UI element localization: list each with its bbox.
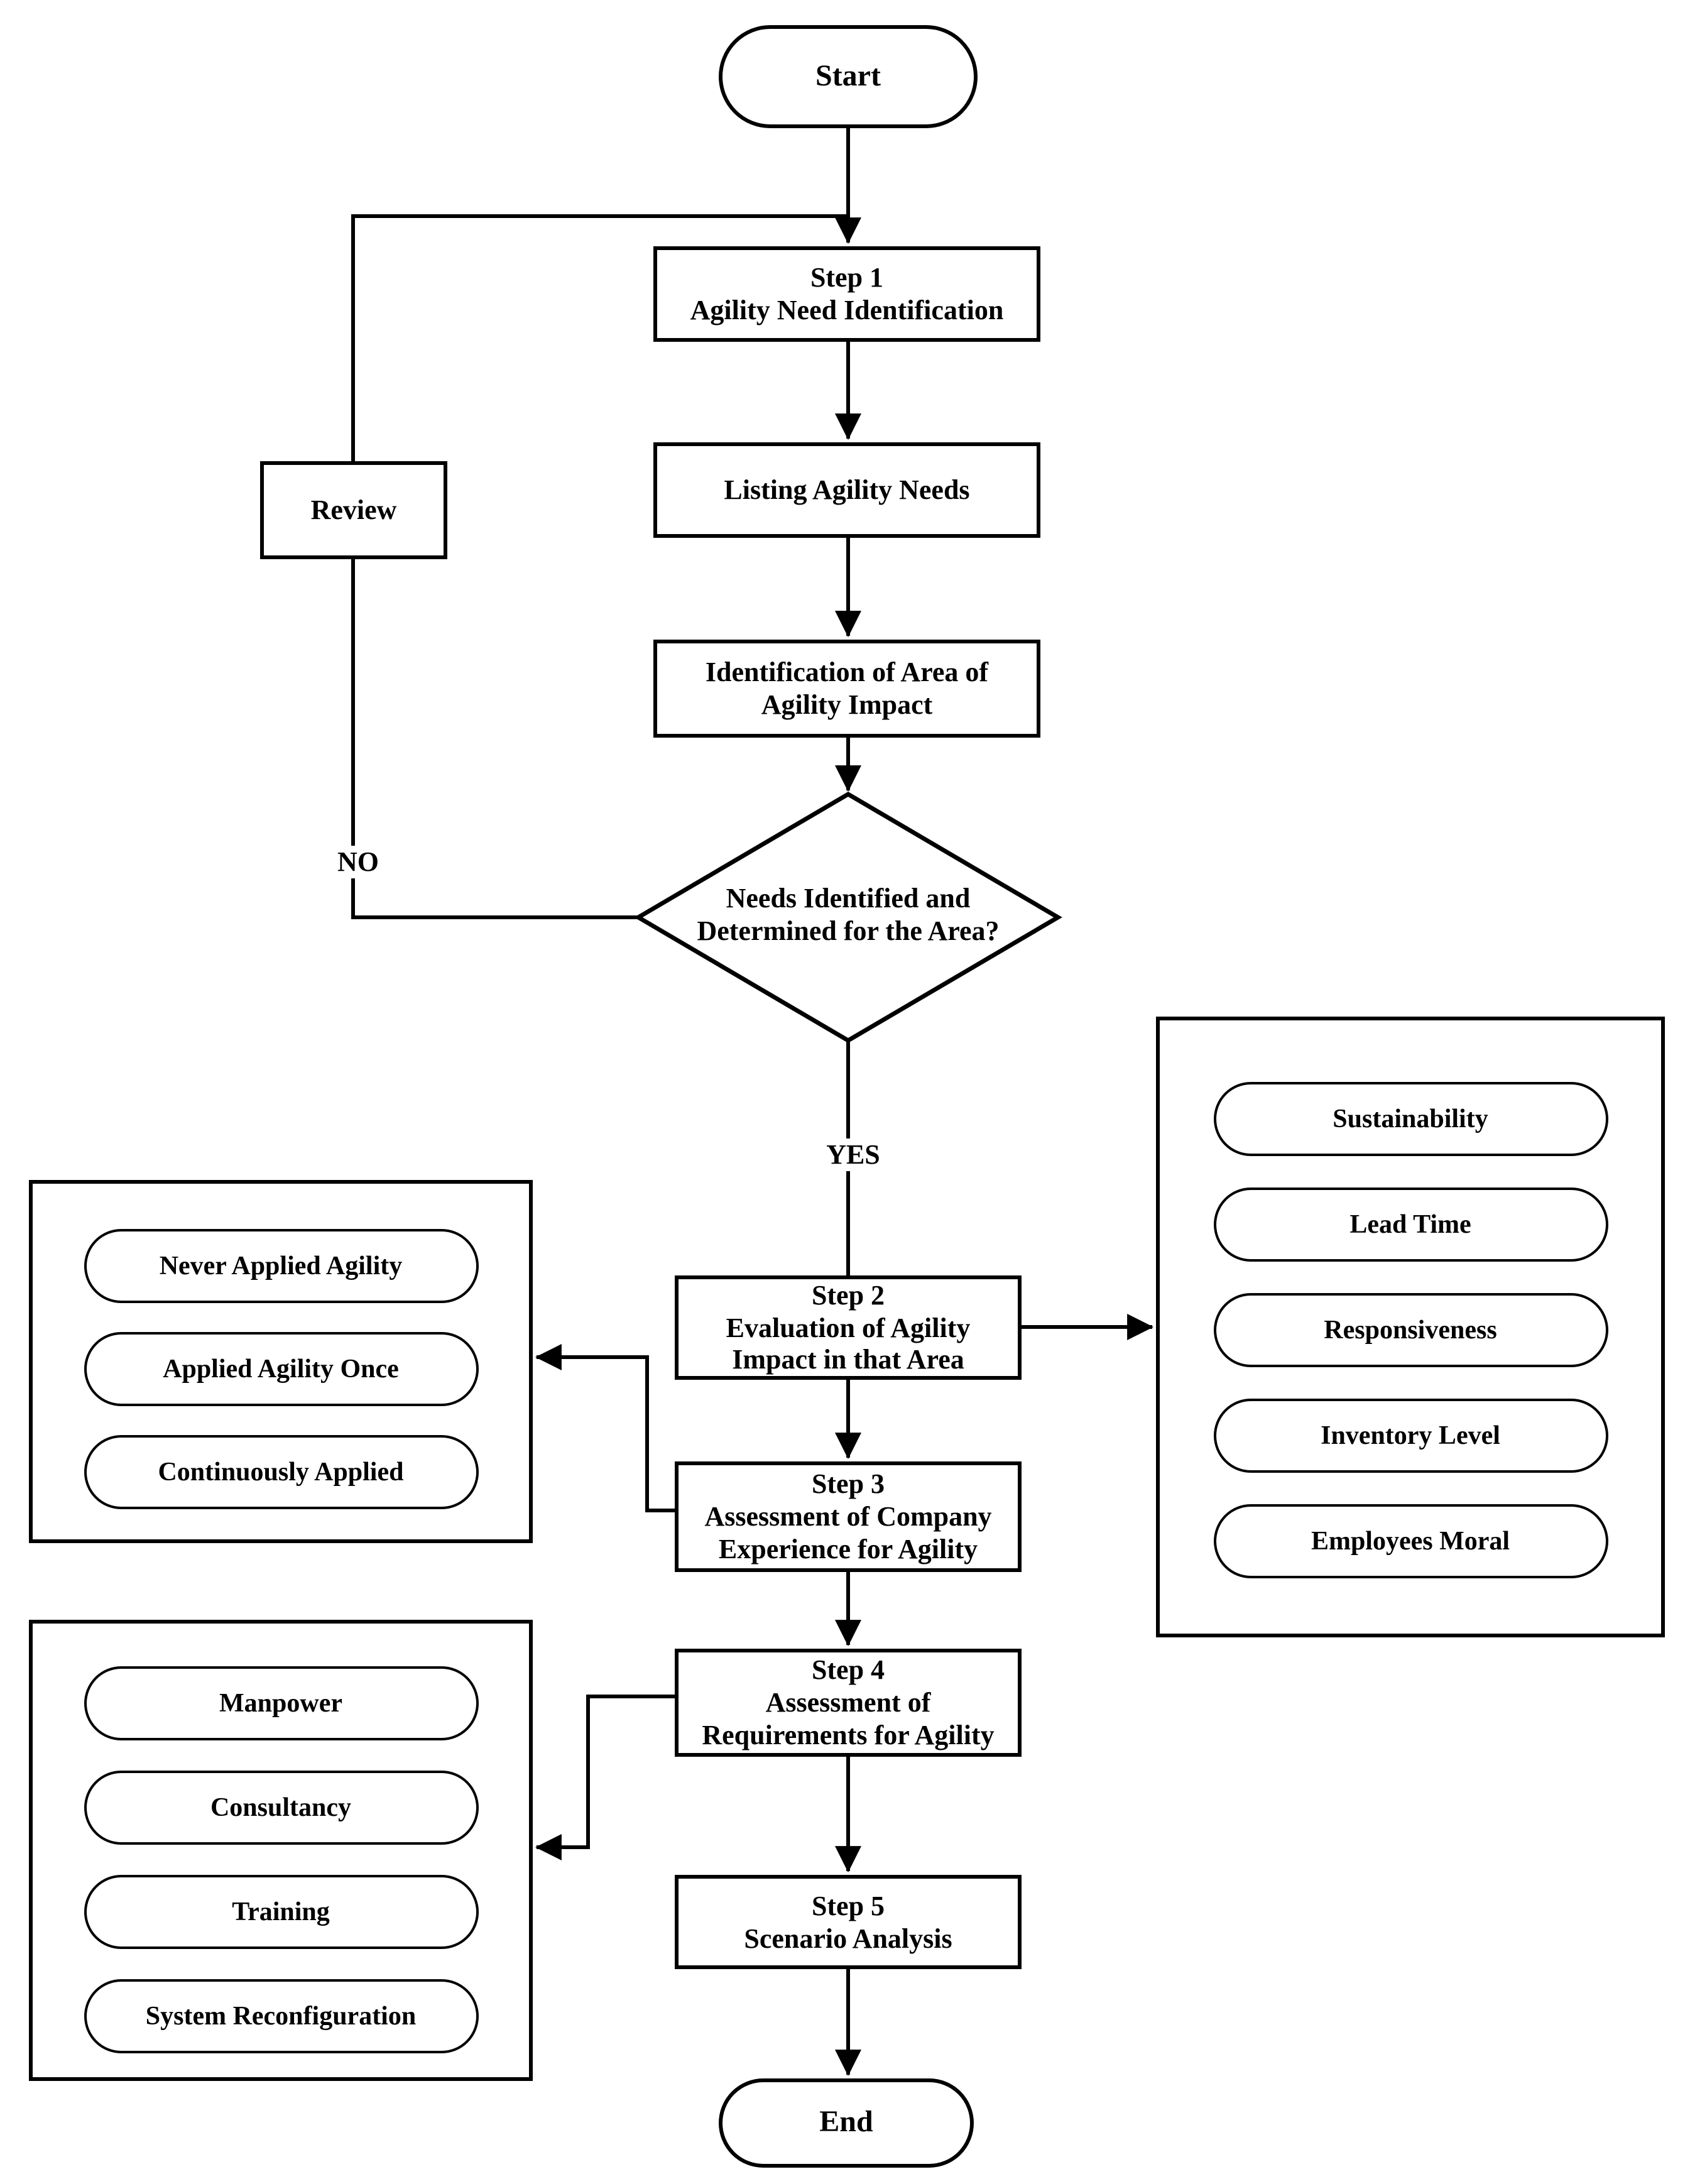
- stadium-label: Training: [232, 1896, 330, 1926]
- stadium-system-reconfiguration: System Reconfiguration: [84, 1979, 478, 2053]
- review-label: Review: [310, 494, 397, 526]
- stadium-label: Employees Moral: [1311, 1526, 1510, 1556]
- stadium-applied-agility-once: Applied Agility Once: [84, 1332, 478, 1406]
- stadium-consultancy: Consultancy: [84, 1771, 478, 1845]
- connector-decision-no-review: [351, 559, 638, 919]
- decision-diamond: [634, 791, 1062, 1044]
- start-node: Start: [719, 25, 978, 128]
- connector-review-feedback: [351, 214, 848, 461]
- panel-impact-areas: Sustainability Lead Time Responsiveness …: [1156, 1017, 1665, 1637]
- stadium-never-applied-agility: Never Applied Agility: [84, 1229, 478, 1303]
- step4-label: Step 4: [811, 1654, 885, 1686]
- step1-label: Step 1: [810, 261, 884, 293]
- stadium-manpower: Manpower: [84, 1666, 478, 1740]
- decision-question: Needs Identified and Determined for the …: [697, 882, 1000, 947]
- connector-step3-experience-panel: [535, 1344, 675, 1512]
- step3-label: Step 3: [811, 1468, 885, 1500]
- edge-label-yes: YES: [804, 1138, 902, 1171]
- stadium-label: Inventory Level: [1321, 1420, 1500, 1450]
- listing-title: Listing Agility Needs: [724, 474, 970, 506]
- step4-node: Step 4 Assessment of Requirements for Ag…: [675, 1649, 1022, 1757]
- step2-title: Evaluation of Agility Impact in that Are…: [726, 1311, 971, 1375]
- identification-node: Identification of Area of Agility Impact: [653, 640, 1040, 738]
- step5-label: Step 5: [811, 1889, 885, 1921]
- stadium-training: Training: [84, 1875, 478, 1949]
- step1-node: Step 1 Agility Need Identification: [653, 246, 1040, 342]
- stadium-label: Sustainability: [1333, 1103, 1488, 1133]
- step3-node: Step 3 Assessment of Company Experience …: [675, 1461, 1022, 1572]
- step2-label: Step 2: [811, 1279, 885, 1311]
- stadium-label: System Reconfiguration: [145, 2001, 417, 2031]
- connector-step4-requirements-panel: [535, 1695, 675, 1860]
- edge-label-no: NO: [319, 846, 397, 878]
- stadium-lead-time: Lead Time: [1213, 1188, 1608, 1262]
- stadium-label: Responsiveness: [1324, 1314, 1497, 1345]
- step1-title: Agility Need Identification: [690, 294, 1004, 325]
- stadium-label: Never Applied Agility: [159, 1250, 403, 1280]
- stadium-label: Lead Time: [1349, 1209, 1471, 1239]
- listing-node: Listing Agility Needs: [653, 442, 1040, 538]
- step4-title: Assessment of Requirements for Agility: [702, 1686, 995, 1750]
- review-node: Review: [260, 461, 447, 559]
- stadium-inventory-level: Inventory Level: [1213, 1399, 1608, 1473]
- step5-title: Scenario Analysis: [744, 1922, 952, 1953]
- identification-title: Identification of Area of Agility Impact: [705, 656, 989, 720]
- end-label: End: [819, 2106, 873, 2139]
- step2-node: Step 2 Evaluation of Agility Impact in t…: [675, 1275, 1022, 1380]
- panel-experience-levels: Never Applied Agility Applied Agility On…: [29, 1180, 533, 1543]
- step3-title: Assessment of Company Experience for Agi…: [704, 1500, 992, 1564]
- stadium-sustainability: Sustainability: [1213, 1082, 1608, 1156]
- stadium-label: Manpower: [219, 1688, 342, 1718]
- stadium-responsiveness: Responsiveness: [1213, 1293, 1608, 1367]
- stadium-employees-moral: Employees Moral: [1213, 1504, 1608, 1578]
- step5-node: Step 5 Scenario Analysis: [675, 1875, 1022, 1969]
- start-label: Start: [815, 60, 881, 93]
- stadium-label: Continuously Applied: [158, 1456, 404, 1487]
- stadium-continuously-applied: Continuously Applied: [84, 1435, 478, 1509]
- end-node: End: [719, 2078, 974, 2168]
- stadium-label: Consultancy: [210, 1792, 352, 1822]
- stadium-label: Applied Agility Once: [163, 1353, 399, 1384]
- panel-requirements: Manpower Consultancy Training System Rec…: [29, 1620, 533, 2081]
